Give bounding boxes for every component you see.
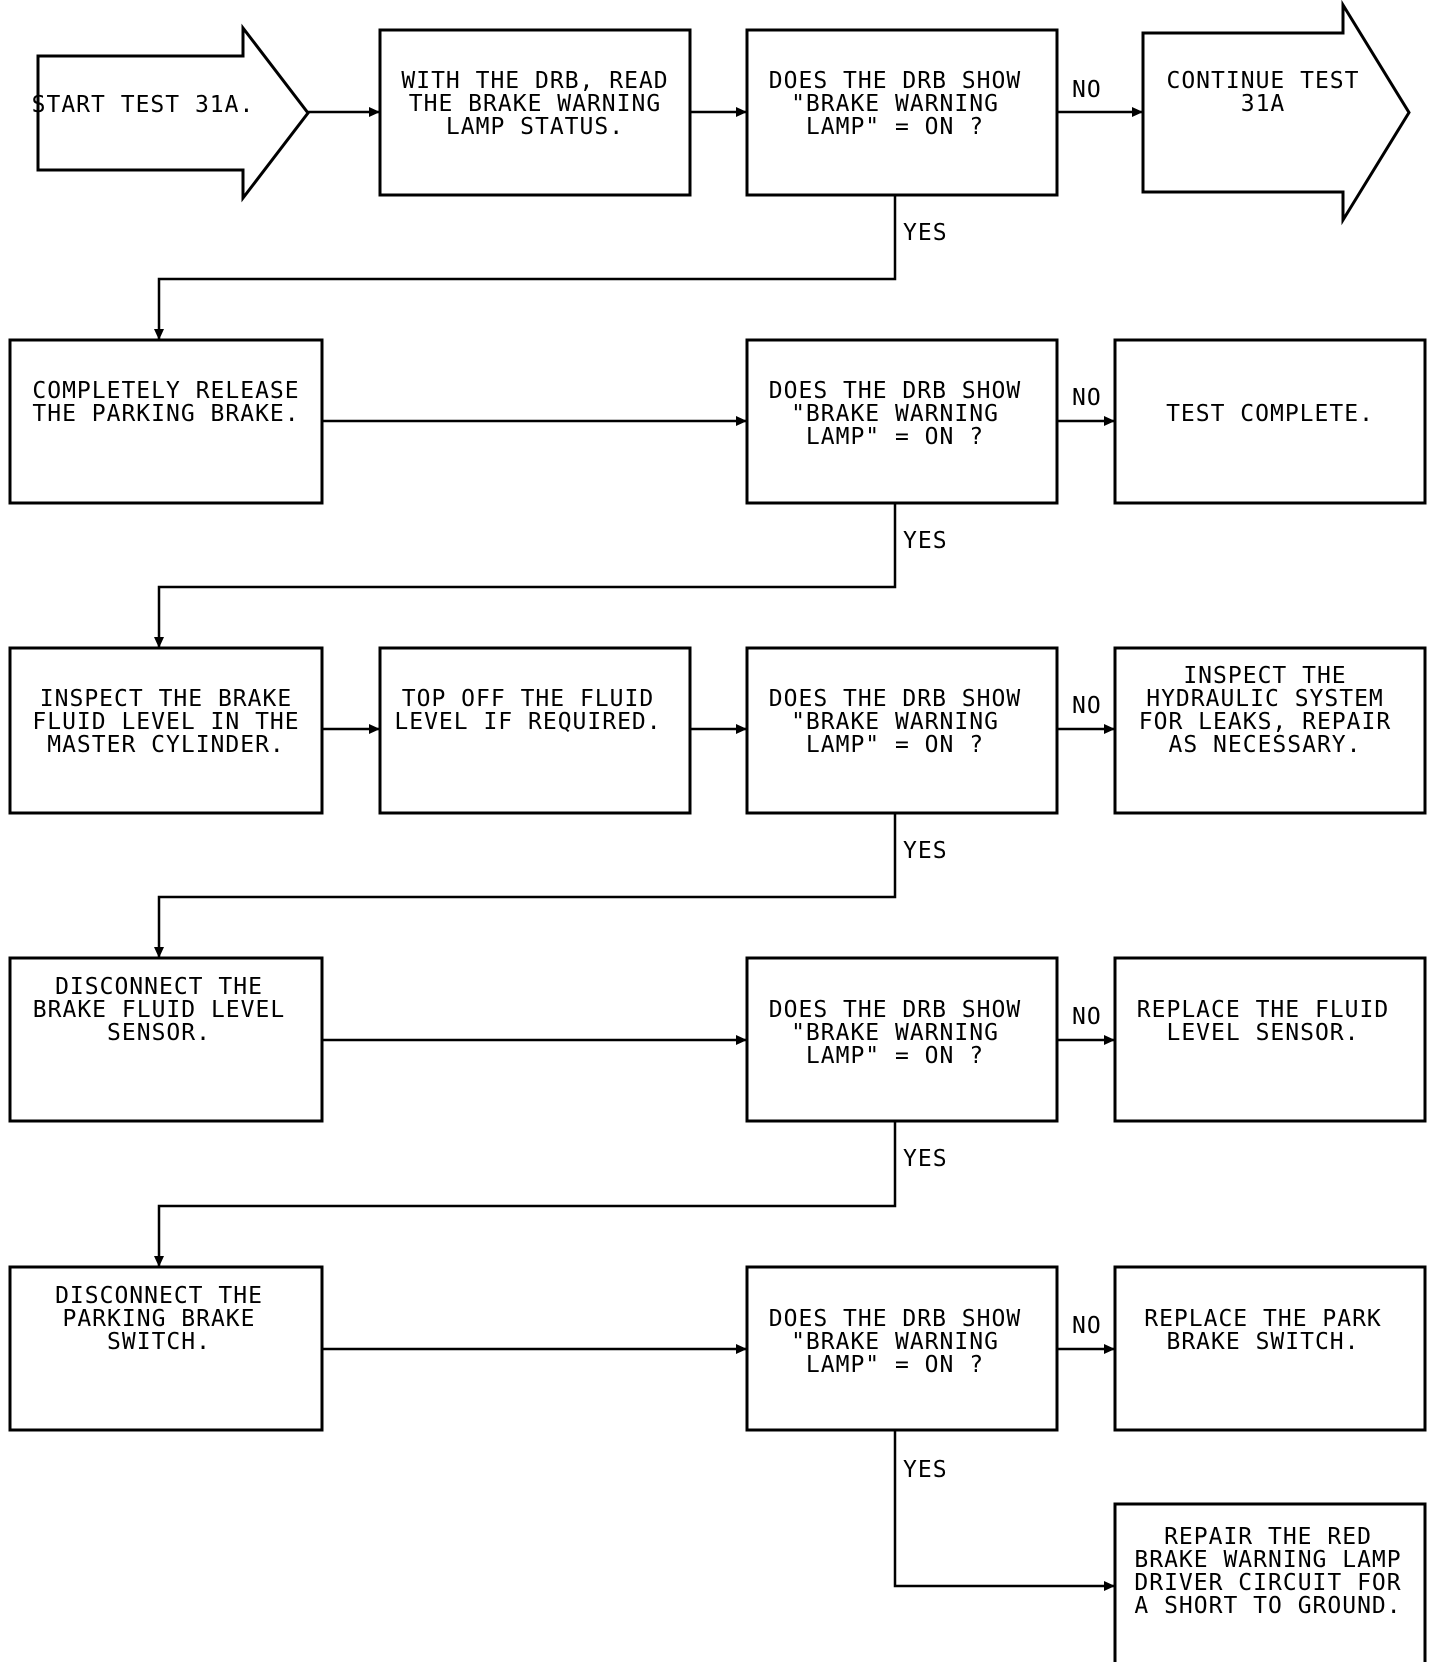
edge-q2-yes-head (154, 637, 164, 648)
node-release-brake-line-1: COMPLETELY RELEASE (32, 378, 299, 404)
edge-q1-yes (157, 195, 897, 340)
edge-q2-yes (157, 503, 897, 648)
node-inspect-fluid-line-1: INSPECT THE BRAKE (40, 686, 292, 712)
node-inspect-fluid (8, 646, 324, 815)
edge-topoff-to-q3-head (736, 724, 747, 734)
node-repair-circuit-line-4: A SHORT TO GROUND. (1134, 1593, 1401, 1619)
node-q1-line-2: "BRAKE WARNING (791, 91, 999, 117)
node-q4 (745, 956, 1059, 1123)
label-no-3: NO (1072, 693, 1102, 719)
node-q3-line-1: DOES THE DRB SHOW (769, 686, 1021, 712)
label-no-4: NO (1072, 1004, 1102, 1030)
node-q1-line-3: LAMP" = ON ? (806, 114, 984, 140)
node-read-status-line-3: LAMP STATUS. (446, 114, 624, 140)
label-yes-3: YES (903, 838, 948, 864)
node-repair-circuit-line-3: DRIVER CIRCUIT FOR (1134, 1570, 1401, 1596)
edge-q2-no-head (1104, 416, 1115, 426)
edge-q4-yes (157, 1121, 897, 1267)
edge-release-to-q2-head (736, 416, 747, 426)
node-top-off-line-2: LEVEL IF REQUIRED. (394, 709, 661, 735)
edge-q1-no-head (1132, 107, 1143, 117)
node-q1-line-1: DOES THE DRB SHOW (769, 68, 1021, 94)
label-no-2: NO (1072, 385, 1102, 411)
node-read-status (378, 28, 692, 197)
edge-q1-yes-head (154, 329, 164, 340)
node-inspect-fluid-line-3: MASTER CYLINDER. (47, 732, 285, 758)
node-release-brake-line-2: THE PARKING BRAKE. (32, 401, 299, 427)
node-test-complete (1113, 338, 1427, 505)
node-disconnect-switch-line-1: DISCONNECT THE (55, 1283, 263, 1309)
node-q5-line-3: LAMP" = ON ? (806, 1352, 984, 1378)
node-inspect-hydraulic (1113, 646, 1427, 815)
edge-q3-no-head (1104, 724, 1115, 734)
node-q2-line-3: LAMP" = ON ? (806, 424, 984, 450)
node-inspect-hydraulic-line-1: INSPECT THE (1183, 663, 1346, 689)
node-continue-line-1: CONTINUE TEST (1166, 68, 1359, 94)
label-yes-1: YES (903, 220, 948, 246)
node-disconnect-switch (8, 1265, 324, 1432)
node-repair-circuit (1113, 1502, 1427, 1662)
edge-start-to-read-head (369, 107, 380, 117)
node-q2-line-2: "BRAKE WARNING (791, 401, 999, 427)
label-no-5: NO (1072, 1313, 1102, 1339)
node-inspect-hydraulic-line-2: HYDRAULIC SYSTEM (1146, 686, 1384, 712)
node-q3-line-2: "BRAKE WARNING (791, 709, 999, 735)
label-yes-5: YES (903, 1457, 948, 1483)
node-inspect-hydraulic-line-3: FOR LEAKS, REPAIR (1139, 709, 1391, 735)
node-q4-line-1: DOES THE DRB SHOW (769, 997, 1021, 1023)
node-replace-sensor-line-2: LEVEL SENSOR. (1166, 1020, 1359, 1046)
edge-sensor-to-q4-head (736, 1035, 747, 1045)
node-inspect-hydraulic-line-4: AS NECESSARY. (1168, 732, 1361, 758)
label-yes-4: YES (903, 1146, 948, 1172)
node-inspect-fluid-line-2: FLUID LEVEL IN THE (32, 709, 299, 735)
edge-inspect-to-topoff-head (369, 724, 380, 734)
node-top-off-line-1: TOP OFF THE FLUID (402, 686, 654, 712)
node-continue-line-2: 31A (1241, 91, 1286, 117)
node-replace-sensor-line-1: REPLACE THE FLUID (1137, 997, 1389, 1023)
node-replace-switch-line-2: BRAKE SWITCH. (1166, 1329, 1359, 1355)
node-disconnect-sensor-line-3: SENSOR. (107, 1020, 211, 1046)
node-disconnect-sensor-line-2: BRAKE FLUID LEVEL (33, 997, 285, 1023)
edge-q5-no-head (1104, 1344, 1115, 1354)
edge-q3-yes-head (154, 947, 164, 958)
edge-q3-yes (157, 813, 897, 958)
node-q2-line-1: DOES THE DRB SHOW (769, 378, 1021, 404)
node-q3 (745, 646, 1059, 815)
edge-q4-no-head (1104, 1035, 1115, 1045)
node-disconnect-switch-line-3: SWITCH. (107, 1329, 211, 1355)
label-no-1: NO (1072, 77, 1102, 103)
node-q5-line-2: "BRAKE WARNING (791, 1329, 999, 1355)
node-test-complete-line-1: TEST COMPLETE. (1166, 401, 1374, 427)
edge-q5-yes-head (1104, 1581, 1115, 1591)
node-repair-circuit-line-1: REPAIR THE RED (1164, 1524, 1372, 1550)
edge-read-to-q1-head (736, 107, 747, 117)
node-q5-line-1: DOES THE DRB SHOW (769, 1306, 1021, 1332)
edge-q4-yes-head (154, 1256, 164, 1267)
edge-switch-to-q5-head (736, 1344, 747, 1354)
node-start (36, 23, 310, 203)
node-read-status-line-1: WITH THE DRB, READ (401, 68, 668, 94)
edge-q5-yes (893, 1430, 1115, 1588)
node-disconnect-switch-line-2: PARKING BRAKE (62, 1306, 255, 1332)
node-start-line-1: START TEST 31A. (32, 92, 255, 118)
node-replace-switch-line-1: REPLACE THE PARK (1144, 1306, 1382, 1332)
node-q3-line-3: LAMP" = ON ? (806, 732, 984, 758)
node-disconnect-sensor-line-1: DISCONNECT THE (55, 974, 263, 1000)
node-top-off (378, 646, 692, 815)
node-continue (1141, 0, 1411, 226)
node-read-status-line-2: THE BRAKE WARNING (409, 91, 661, 117)
label-yes-2: YES (903, 528, 948, 554)
node-q4-line-3: LAMP" = ON ? (806, 1043, 984, 1069)
node-q4-line-2: "BRAKE WARNING (791, 1020, 999, 1046)
node-disconnect-sensor (8, 956, 324, 1123)
node-repair-circuit-line-2: BRAKE WARNING LAMP (1134, 1547, 1401, 1573)
node-replace-switch (1113, 1265, 1427, 1432)
